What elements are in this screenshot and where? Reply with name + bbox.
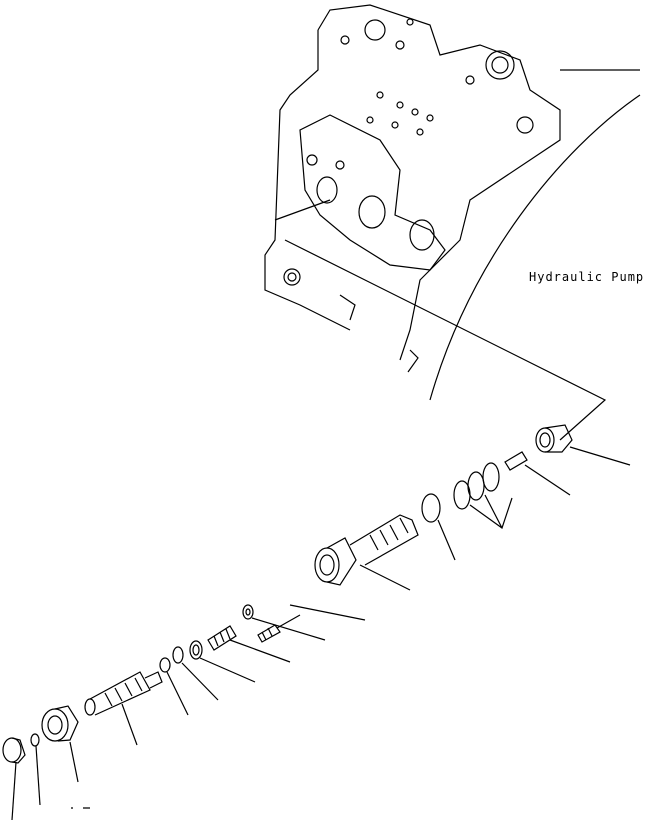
leader-plunger bbox=[121, 703, 138, 746]
part-valve-body bbox=[314, 514, 419, 586]
leader-valve-body bbox=[359, 564, 411, 591]
part-nut-small bbox=[242, 604, 254, 620]
part-seal bbox=[30, 733, 40, 747]
leader-o-ring bbox=[437, 519, 456, 561]
part-o-ring bbox=[421, 493, 441, 523]
part-spool bbox=[257, 614, 301, 643]
part-poppet bbox=[159, 657, 171, 673]
part-rings bbox=[453, 462, 500, 510]
hydraulic-pump-housing bbox=[264, 4, 641, 401]
leader-rings bbox=[469, 494, 513, 529]
part-plug bbox=[504, 451, 528, 471]
part-spring bbox=[207, 625, 237, 651]
part-plunger bbox=[84, 671, 163, 716]
part-small-o-ring bbox=[172, 646, 184, 664]
leader-seal bbox=[35, 745, 41, 806]
leader-poppet bbox=[166, 671, 189, 716]
part-fitting bbox=[535, 424, 573, 453]
part-cap-nut bbox=[41, 705, 79, 742]
leader-cap-nut bbox=[69, 741, 79, 783]
leader-fitting bbox=[569, 446, 631, 466]
leader-plug bbox=[524, 464, 571, 496]
part-washer bbox=[189, 640, 203, 660]
hydraulic-pump-label: Hydraulic Pump bbox=[529, 270, 645, 284]
leader-nut-small bbox=[251, 617, 326, 641]
leader-spool bbox=[289, 604, 366, 621]
leader-spring bbox=[229, 639, 291, 663]
part-cap bbox=[2, 737, 26, 764]
leader-cap bbox=[11, 761, 17, 821]
pump-leader-line bbox=[274, 199, 607, 441]
leader-small-o-ring bbox=[181, 662, 219, 701]
leader-washer bbox=[199, 657, 256, 683]
